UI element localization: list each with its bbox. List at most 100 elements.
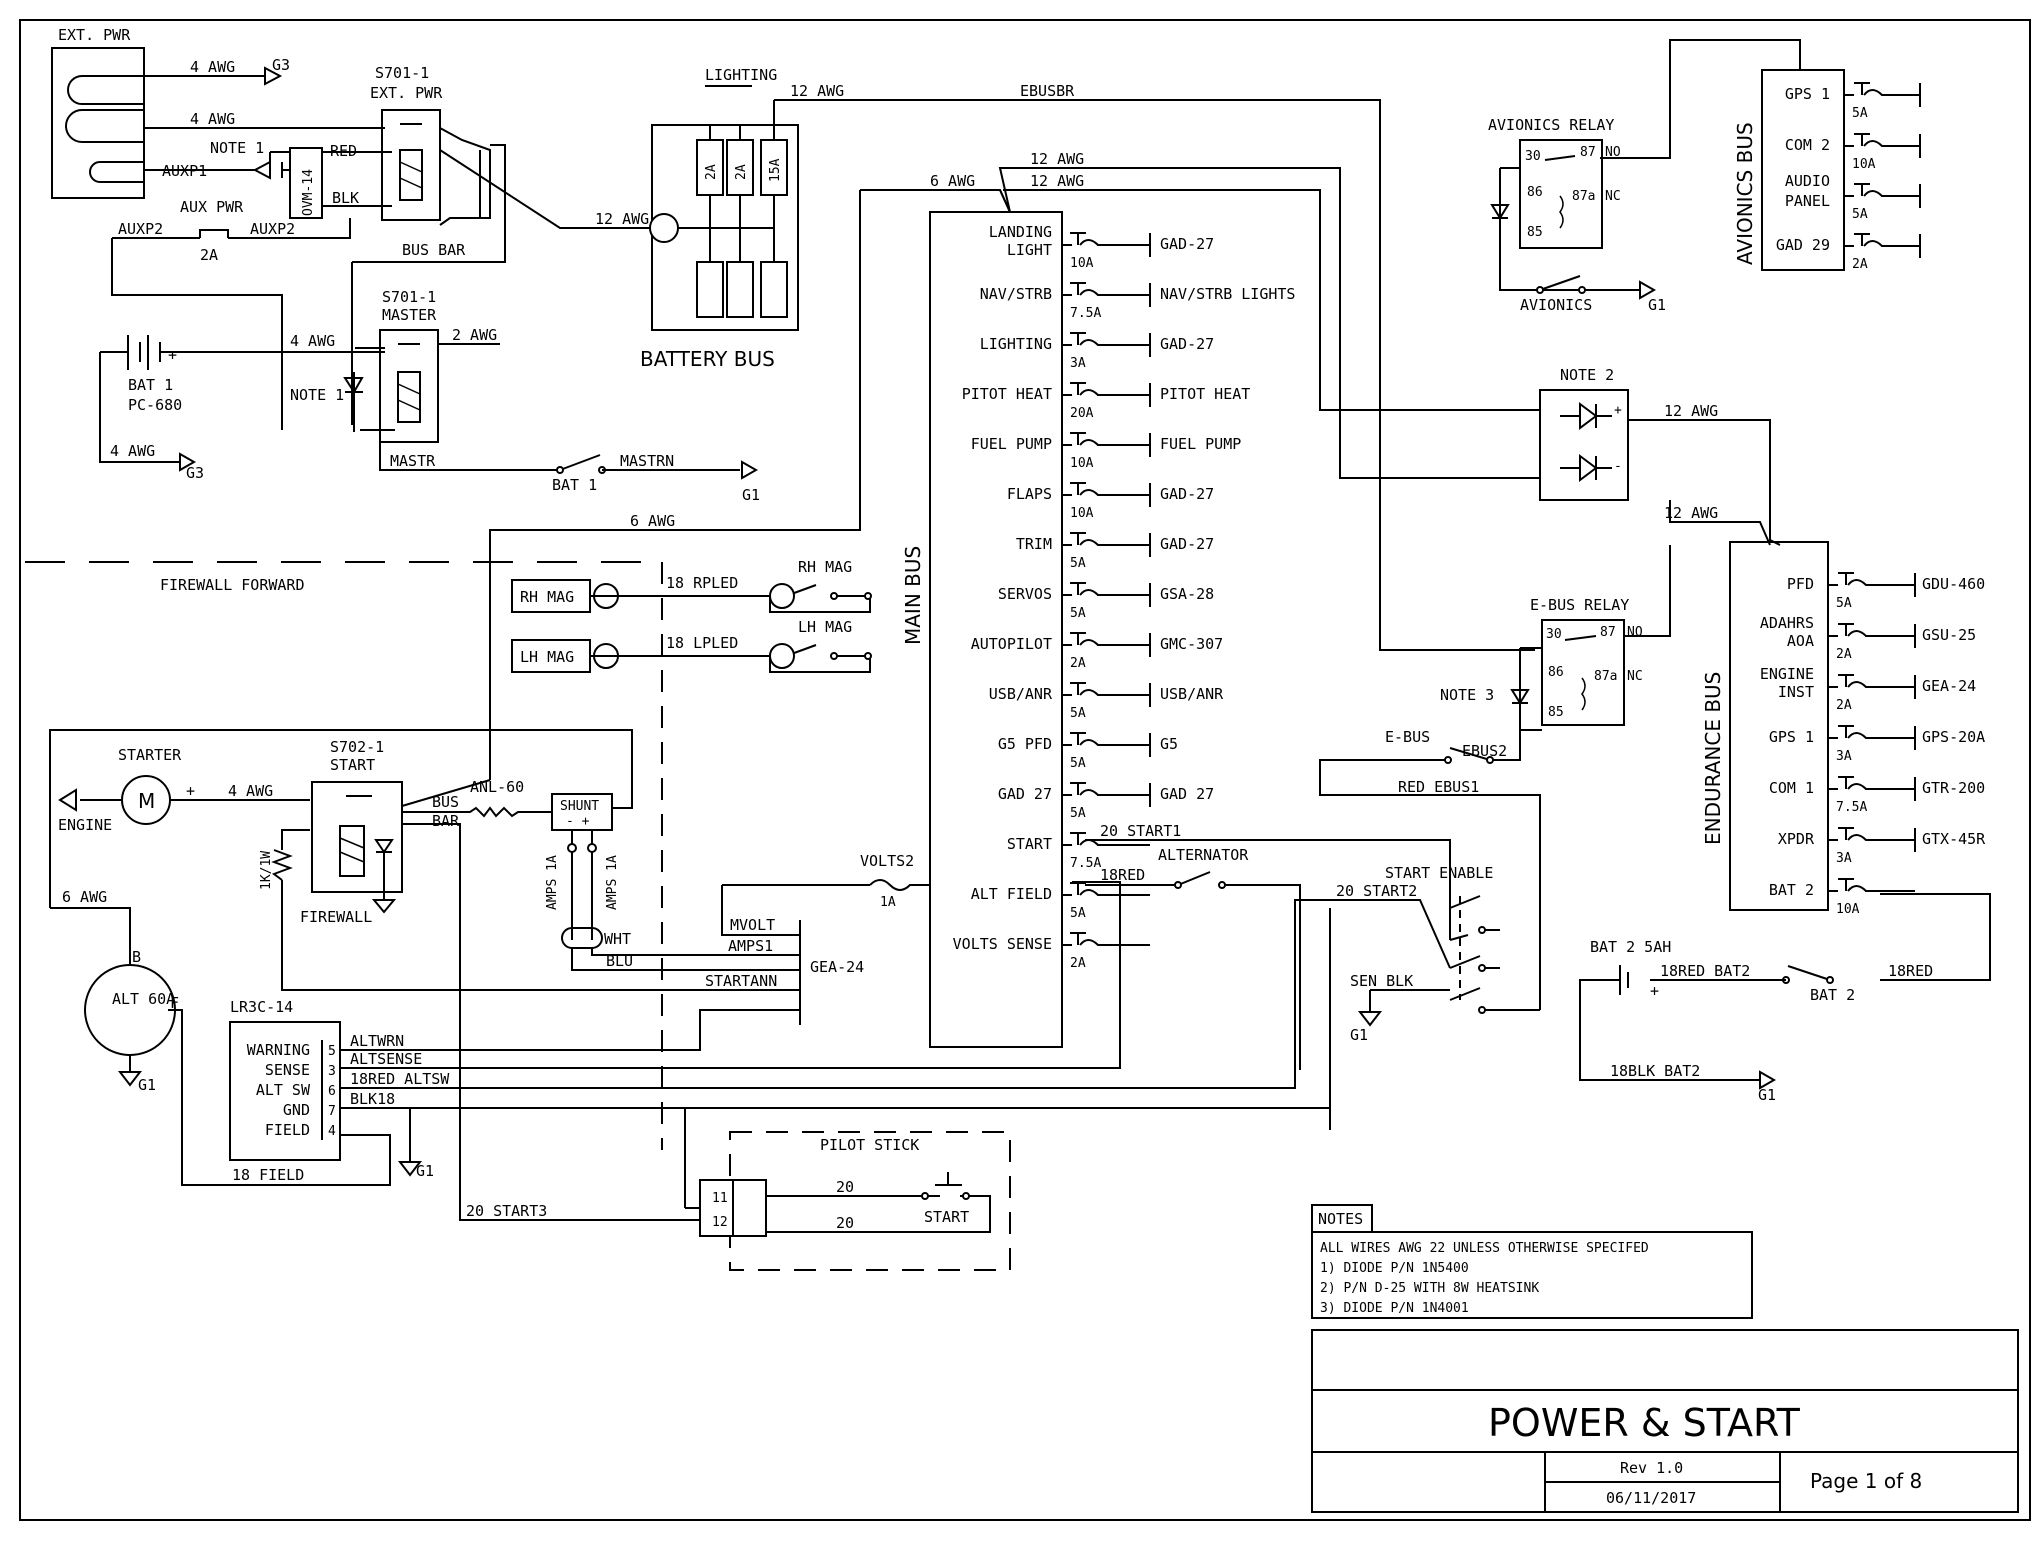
- switch-label: ALTERNATOR: [1158, 846, 1249, 864]
- battery-name: BAT 1: [128, 376, 173, 394]
- main-bus-row-name: ALT FIELD: [971, 885, 1052, 903]
- wire-label: 12 AWG: [1664, 402, 1718, 420]
- notes-line: 1) DIODE P/N 1N5400: [1320, 1261, 1469, 1276]
- ground-label: G1: [1648, 296, 1666, 314]
- ovm-label: OVM-14: [301, 169, 316, 216]
- circuit-breaker-icon: [1062, 482, 1150, 496]
- battery-bus: LIGHTING BATTERY BUS 2A 2A 15A: [640, 66, 799, 371]
- circuit-breaker-icon: [1828, 776, 1915, 790]
- note-label: NOTE 2: [1560, 366, 1614, 384]
- battery-plus: +: [168, 346, 177, 364]
- main-bus-load: GAD-27: [1160, 235, 1214, 253]
- wire-label: AUXP1: [162, 162, 207, 180]
- diode-icon: [343, 372, 364, 432]
- wire-label: EBUS2: [1462, 742, 1507, 760]
- circuit-breaker-icon: [1844, 133, 1921, 158]
- circuit-breaker-icon: [1062, 832, 1150, 846]
- regulator-pin-num: 5: [328, 1044, 336, 1059]
- avionics-switch-icon[interactable]: [1539, 275, 1581, 291]
- avionics-bus-title: AVIONICS BUS: [1733, 122, 1757, 265]
- main-bus-fuse: 10A: [1070, 506, 1094, 521]
- main-bus-fuse: 7.5A: [1070, 306, 1101, 321]
- ebus-switch-icon[interactable]: [1449, 730, 1521, 761]
- bat1-switch-icon[interactable]: [559, 454, 601, 471]
- circuit-breaker-icon: [1062, 532, 1150, 546]
- endurance-bus-load: GEA-24: [1922, 677, 1976, 695]
- starter-plus: +: [186, 782, 195, 800]
- regulator-pin-num: 4: [328, 1124, 336, 1139]
- main-bus-row-name: TRIM: [1016, 535, 1052, 553]
- main-bus-load: GSA-28: [1160, 585, 1214, 603]
- wire-label: ALTSENSE: [350, 1050, 422, 1068]
- battery-bus-group-label: LIGHTING: [705, 66, 777, 84]
- battery-name: BAT 2 5AH: [1590, 938, 1671, 956]
- connector-pin: 12: [712, 1215, 728, 1230]
- endurance-bus-fuse: 2A: [1836, 698, 1852, 713]
- polarity: +: [1614, 403, 1622, 418]
- alt-terminal: F: [170, 994, 179, 1012]
- regulator-name: LR3C-14: [230, 998, 293, 1016]
- relay-name: E-BUS RELAY: [1530, 596, 1629, 614]
- start-enable-switch-icon[interactable]: [1449, 895, 1481, 1001]
- start-enable-label: START ENABLE: [1385, 864, 1493, 882]
- ext-pwr-label: EXT. PWR: [58, 26, 131, 44]
- endurance-bus-fuse: 5A: [1836, 596, 1852, 611]
- aux-pwr-label: AUX PWR: [180, 198, 244, 216]
- sheet-date: 06/11/2017: [1606, 1489, 1696, 1507]
- main-bus-row-name: AUTOPILOT: [971, 635, 1052, 653]
- main-bus-rows: LANDINGLIGHT10AGAD-27NAV/STRB7.5ANAV/STR…: [953, 223, 1296, 971]
- wire-label: 4 AWG: [190, 58, 235, 76]
- mag-label: LH MAG: [520, 648, 574, 666]
- regulator-pin-num: 7: [328, 1104, 336, 1119]
- ground-arrow-icon: [264, 66, 283, 86]
- main-bus-load: G5: [1160, 735, 1178, 753]
- regulator-pin-num: 6: [328, 1084, 336, 1099]
- relay-pin: 87a: [1594, 669, 1617, 684]
- ground-label: G3: [186, 464, 204, 482]
- endurance-bus-fuse: 10A: [1836, 902, 1860, 917]
- endurance-bus-title: ENDURANCE BUS: [1701, 672, 1725, 845]
- main-bus-load: GAD-27: [1160, 335, 1214, 353]
- main-bus-fuse: 5A: [1070, 756, 1086, 771]
- circuit-breaker-icon: [1062, 632, 1150, 646]
- resistor-icon: [271, 849, 293, 881]
- notes-box: [1311, 1231, 1753, 1319]
- ground-arrow-icon: [179, 452, 197, 472]
- wire-label: BLU: [606, 952, 633, 970]
- battery-bus-title: BATTERY BUS: [640, 347, 775, 371]
- fuse-label: AMPS 1A: [545, 855, 560, 910]
- pilot-stick-title: PILOT STICK: [820, 1136, 919, 1154]
- ebus-relay: E-BUS RELAY 30 87 NO 86 87a NC 85: [1530, 596, 1643, 726]
- main-bus-row-name: USB/ANR: [989, 685, 1053, 703]
- wire-label: 6 AWG: [630, 512, 675, 530]
- circuit-breaker-icon: [1062, 282, 1150, 296]
- avionics-bus-row-name: GPS 1: [1785, 85, 1830, 103]
- note-label: NOTE 3: [1440, 686, 1494, 704]
- starter-label: STARTER: [118, 746, 182, 764]
- ground-label: G1: [742, 486, 760, 504]
- regulator-pin-name: WARNING: [247, 1041, 310, 1059]
- main-bus-load: PITOT HEAT: [1160, 385, 1250, 403]
- polarity: -: [1614, 459, 1622, 474]
- circuit-breaker-icon: [1062, 932, 1150, 946]
- endurance-bus-fuse: 3A: [1836, 749, 1852, 764]
- battery-1: + BAT 1 PC-680: [99, 335, 385, 463]
- main-bus-fuse: 5A: [1070, 606, 1086, 621]
- circuit-breaker-icon: [1062, 782, 1150, 796]
- endurance-bus-row-name: AOA: [1787, 632, 1814, 650]
- firewall-label: FIREWALL: [300, 908, 372, 926]
- endurance-bus-row-name: GPS 1: [1769, 728, 1814, 746]
- note-label: NOTE 1: [290, 386, 344, 404]
- circuit-breaker-icon: [1828, 827, 1915, 841]
- regulator-pin-num: 3: [328, 1064, 336, 1079]
- regulator-pin-name: FIELD: [265, 1121, 310, 1139]
- endurance-bus-load: GTX-45R: [1922, 830, 1986, 848]
- ext-pwr-receptacle: EXT. PWR: [51, 26, 145, 199]
- wire-label: 20 START1: [1100, 822, 1181, 840]
- note-label: NOTE 1: [210, 139, 264, 157]
- lh-mag: [511, 639, 591, 673]
- start-button-icon[interactable]: [925, 1172, 966, 1197]
- ext-pwr-relay: S701-1 EXT. PWR: [370, 64, 443, 221]
